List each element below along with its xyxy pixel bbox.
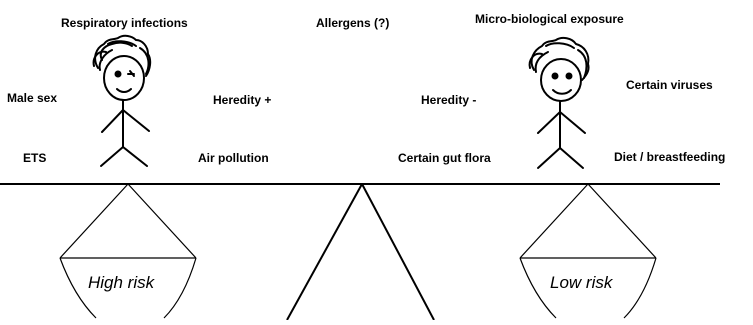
- left-stick-figure-icon: [94, 36, 151, 166]
- label-high-risk: High risk: [88, 273, 156, 292]
- label-micro-biological-exposure: Micro-biological exposure: [475, 12, 624, 26]
- label-respiratory-infections: Respiratory infections: [61, 16, 188, 30]
- fulcrum: [287, 184, 434, 320]
- label-air-pollution: Air pollution: [198, 151, 269, 165]
- label-heredity-plus: Heredity +: [213, 93, 271, 107]
- label-male-sex: Male sex: [7, 91, 57, 105]
- label-low-risk: Low risk: [550, 273, 614, 292]
- label-certain-gut-flora: Certain gut flora: [398, 151, 491, 165]
- right-pan: [520, 184, 656, 318]
- left-pan: [60, 184, 196, 318]
- label-heredity-minus: Heredity -: [421, 93, 476, 107]
- label-diet-breastfeeding: Diet / breastfeeding: [614, 150, 725, 164]
- label-allergens: Allergens (?): [316, 16, 389, 30]
- right-stick-figure-icon: [530, 38, 589, 168]
- label-certain-viruses: Certain viruses: [626, 78, 713, 92]
- label-ets: ETS: [23, 151, 46, 165]
